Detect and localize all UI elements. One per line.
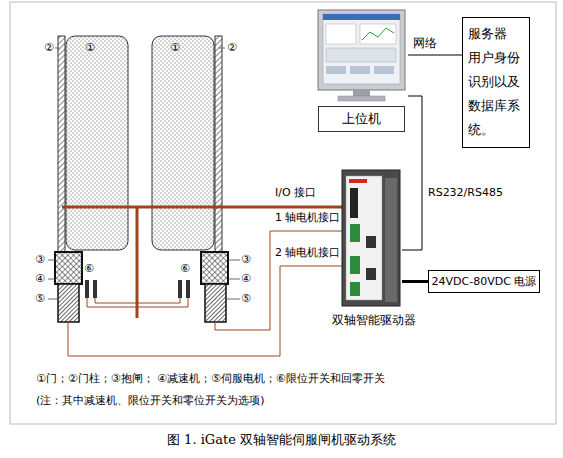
figure-frame (10, 2, 556, 424)
power-line (402, 280, 428, 283)
dual-axis-driver (342, 170, 400, 306)
node-label: 服务器 用户身份 识别以及 数据库系 统。 (468, 22, 524, 142)
gate-door (66, 36, 128, 250)
leader-lines (48, 48, 240, 299)
node-label: 双轴智能驱动器 (332, 312, 416, 328)
interface-label: 1 轴电机接口 (275, 211, 341, 224)
legend-text: ①门；②门柱；③抱闸； ④减速机；⑤伺服电机；⑥限位开关和回零开关 (36, 372, 385, 385)
callout-number: ③ (241, 253, 251, 266)
interface-label: 2 轴电机接口 (275, 246, 341, 259)
servo-motor (205, 284, 226, 322)
io-wiring (62, 207, 342, 318)
network-line (408, 55, 462, 56)
servo-motor (58, 284, 79, 322)
limit-switch (178, 280, 182, 298)
callout-number: ⑥ (84, 262, 94, 275)
limit-switch (93, 280, 97, 298)
server-box: 服务器 用户身份 识别以及 数据库系 统。 (462, 17, 530, 148)
edge-label: RS232/RS485 (428, 186, 503, 199)
callout-number: ① (85, 41, 95, 54)
gate-door (152, 36, 214, 250)
limit-switch (186, 280, 190, 298)
callout-number: ⑥ (180, 262, 190, 275)
power-supply-box: 24VDC-80VDC 电源 (428, 270, 540, 293)
node-label: 24VDC-80VDC 电源 (429, 271, 539, 292)
edge-label: 网络 (413, 36, 437, 50)
callout-number: ③ (35, 253, 45, 266)
host-computer-monitor (318, 10, 405, 101)
gate-post (58, 36, 65, 252)
serial-link-line (402, 96, 422, 250)
brake-reducer (55, 252, 82, 284)
left-gate (55, 36, 128, 322)
driver-unit: 双轴智能驱动器 (340, 166, 402, 334)
gate-post (215, 36, 222, 252)
callout-number: ⑤ (241, 292, 251, 305)
node-label: 上位机 (318, 106, 405, 132)
callout-number: ② (227, 41, 237, 54)
callout-number: ④ (35, 272, 45, 285)
figure-caption: 图 1. iGate 双轴智能伺服闸机驱动系统 (0, 432, 563, 448)
callout-number: ⑤ (35, 292, 45, 305)
right-gate (152, 36, 228, 322)
host-computer: 上位机 (316, 8, 408, 136)
motor-wiring (68, 231, 342, 356)
callout-number: ④ (241, 272, 251, 285)
callout-number: ① (170, 41, 180, 54)
interface-label: I/O 接口 (275, 186, 316, 199)
callout-number: ② (44, 41, 54, 54)
brake-reducer (201, 252, 228, 284)
legend-note: (注：其中减速机、限位开关和零位开关为选项) (36, 394, 265, 407)
limit-switch (85, 280, 89, 298)
